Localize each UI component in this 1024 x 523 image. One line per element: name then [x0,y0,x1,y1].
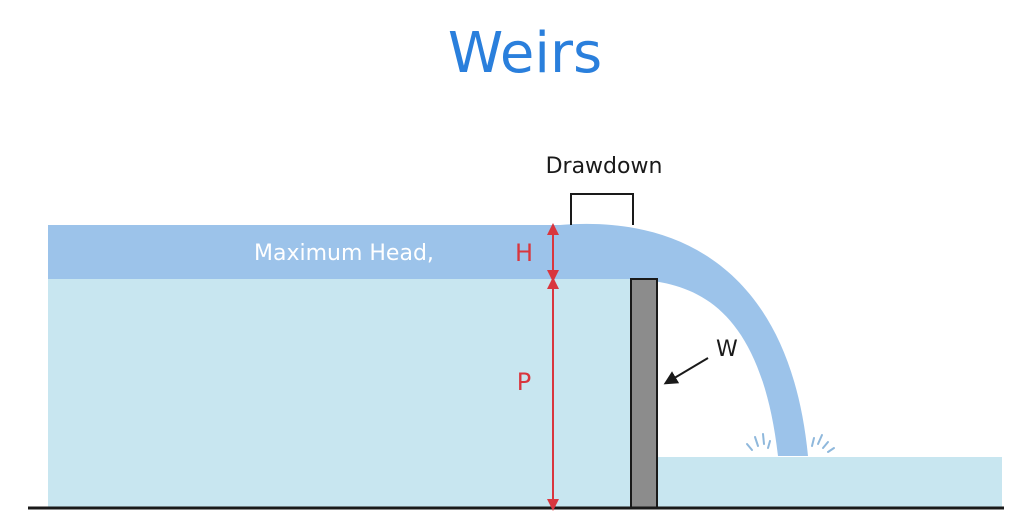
upstream-head-layer [48,225,588,279]
weir-height-symbol: P [517,368,531,396]
splash-marks [746,433,835,453]
diagram-title: Weirs [448,21,602,86]
weir-nappe [560,223,808,456]
drawdown-label: Drawdown [546,154,663,179]
downstream-water [658,457,1002,508]
weir-plate [630,278,658,509]
maximum-head-label: Maximum Head, [254,241,434,266]
upstream-water-body [48,279,631,508]
weir-pointer-arrow [663,357,709,385]
drawdown-bracket [570,193,634,225]
weir-label-partial: W [716,337,738,362]
head-symbol: H [515,239,533,267]
